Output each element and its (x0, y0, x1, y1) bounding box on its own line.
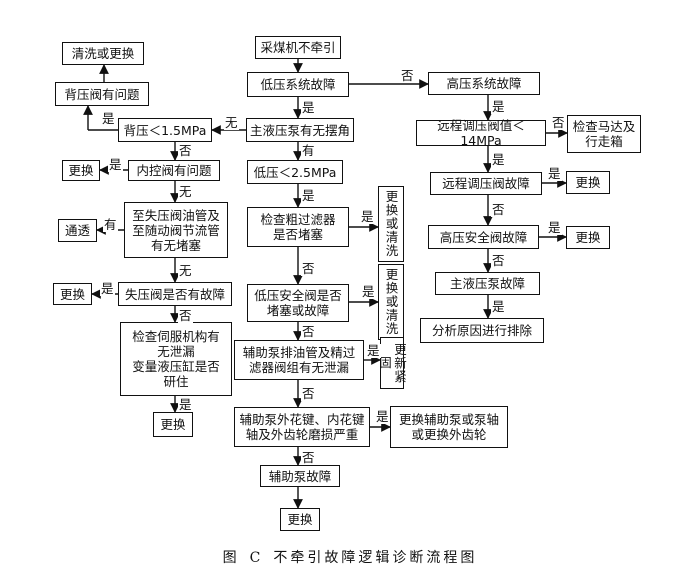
node-main-pump-swing: 主液压泵有无摆角 (246, 118, 354, 142)
label-yes-auxleak-renew: 是 (366, 343, 381, 358)
node-replace-or-clean-1: 更换或清洗 (378, 186, 404, 262)
node-high-system-fault: 高压系统故障 (428, 72, 540, 95)
node-back-pressure-valve: 背压阀有问题 (55, 82, 149, 106)
label-no-low-high: 否 (400, 68, 415, 83)
node-replace-1: 更换 (62, 160, 100, 181)
node-low-pressure: 低压＜2.5MPa (247, 160, 343, 184)
node-replace-4: 更换 (280, 508, 320, 531)
node-main-pump-fault: 主液压泵故障 (435, 272, 540, 295)
node-analyze-causes: 分析原因进行排除 (420, 318, 544, 343)
label-yes-highsafety-replace: 是 (547, 220, 562, 235)
label-none-oil-loss: 无 (178, 263, 193, 278)
label-yes-servo-replace: 是 (178, 397, 193, 412)
label-yes-pump-analyze: 是 (491, 299, 506, 314)
node-high-safety-valve: 高压安全阀故障 (428, 225, 539, 249)
node-renew-fasten: 更新紧固 (377, 337, 407, 389)
label-yes-internal-replace: 是 (108, 157, 123, 172)
caption-prefix: 图 (222, 550, 240, 566)
node-low-safety-valve: 低压安全阀是否 堵塞或故障 (247, 284, 349, 322)
node-back-pressure: 背压＜1.5MPa (118, 118, 212, 142)
label-yes-filter-replace: 是 (360, 209, 375, 224)
label-no-back-internal: 否 (178, 143, 193, 158)
label-no-filter-safety: 否 (301, 261, 316, 276)
label-has-oil-unblock: 有 (103, 217, 118, 232)
label-has-main-low: 有 (301, 143, 316, 158)
label-yes-low-main: 是 (301, 100, 316, 115)
label-yes-safety-replace: 是 (361, 284, 376, 299)
label-yes-low-filter: 是 (301, 188, 316, 203)
node-unblock: 通透 (58, 219, 97, 242)
node-loss-pressure-valve: 失压阀是否有故障 (118, 282, 232, 306)
label-no-highsafety-pump: 否 (491, 253, 506, 268)
node-replace-3: 更换 (153, 412, 193, 437)
node-internal-valve: 内控阀有问题 (128, 160, 220, 181)
node-remote-regulator: 远程调压阀值＜14MPa (416, 118, 546, 148)
label-yes-remote-fault: 是 (491, 152, 506, 167)
node-coarse-filter-check: 检查粗过滤器 是否堵塞 (247, 207, 349, 247)
caption-text: 不牵引故障逻辑诊断流程图 (273, 550, 478, 566)
label-yes-wear-replace: 是 (375, 409, 390, 424)
node-replace-2: 更换 (53, 283, 92, 305)
node-clean-or-replace: 清洗或更换 (62, 42, 144, 65)
node-replace-aux-pump: 更换辅助泵或泵轴 或更换外齿轮 (390, 406, 508, 448)
node-low-system-fault: 低压系统故障 (247, 72, 349, 97)
label-none-main-back: 无 (224, 115, 239, 130)
label-no-safety-aux: 否 (301, 324, 316, 339)
label-yes-high-remote: 是 (491, 99, 506, 114)
caption-number: C (249, 550, 264, 566)
node-check-motor: 检查马达及 行走箱 (567, 115, 641, 153)
node-replace-5: 更换 (566, 171, 610, 194)
label-no-wear-auxfault: 否 (301, 450, 316, 465)
label-no-remote-motor: 否 (551, 115, 566, 130)
node-replace-6: 更换 (566, 226, 610, 249)
label-no-auxleak-wear: 否 (301, 386, 316, 401)
node-oil-pipe-check: 至失压阀油管及 至随动阀节流管 有无堵塞 (124, 202, 228, 258)
node-servo-check: 检查伺服机构有 无泄漏 变量液压缸是否 研住 (120, 322, 232, 396)
label-yes-back-valve: 是 (101, 111, 116, 126)
node-start: 采煤机不牵引 (255, 36, 341, 59)
node-aux-pump-leak: 辅助泵排油管及精过 滤器阀组有无泄漏 (234, 340, 364, 380)
node-aux-pump-fault: 辅助泵故障 (260, 465, 340, 487)
label-no-loss-servo: 否 (178, 308, 193, 323)
label-no-remotefault-safety: 否 (491, 202, 506, 217)
node-replace-or-clean-2: 更换或清洗 (378, 264, 404, 340)
label-yes-loss-replace: 是 (100, 281, 115, 296)
label-yes-remotefault-replace: 是 (547, 166, 562, 181)
label-none-internal-oil: 无 (178, 184, 193, 199)
node-remote-regulator-fault: 远程调压阀故障 (430, 172, 542, 195)
node-aux-pump-wear: 辅助泵外花键、内花键 轴及外齿轮磨损严重 (234, 407, 370, 447)
